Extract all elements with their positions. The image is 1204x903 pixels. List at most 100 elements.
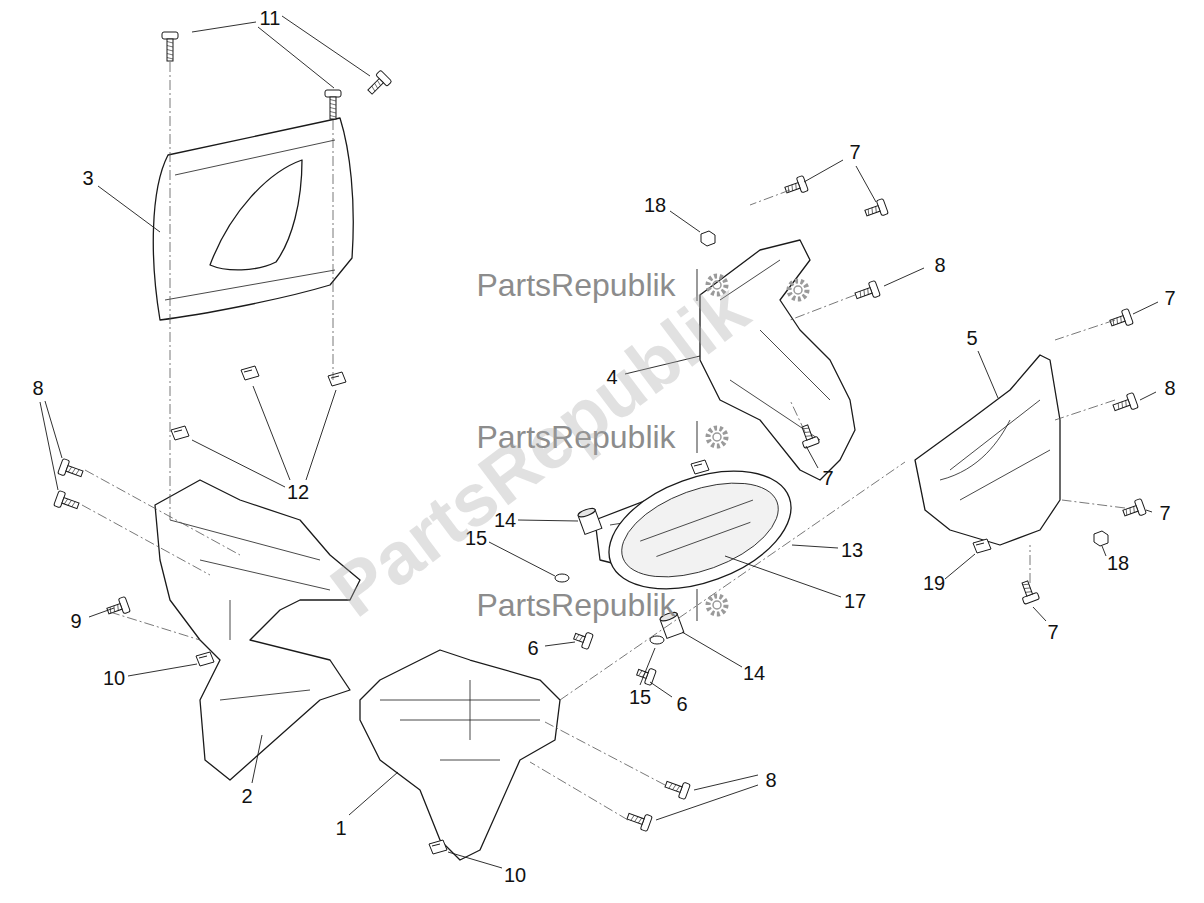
screw	[105, 596, 130, 618]
leader-line	[670, 211, 700, 232]
leader-line	[489, 542, 555, 576]
cover-side	[915, 355, 1060, 545]
callout-number: 2	[241, 786, 252, 806]
part-detail	[960, 450, 1050, 500]
screw	[1108, 308, 1133, 330]
shield-window	[210, 160, 302, 270]
callout-number: 6	[676, 694, 687, 714]
callout-number: 7	[1047, 622, 1058, 642]
assembly-line	[1062, 500, 1125, 508]
callout-number: 8	[1164, 378, 1175, 398]
part-detail	[170, 520, 320, 560]
bushing	[577, 507, 602, 535]
assembly-line	[1055, 400, 1115, 420]
cover-upper	[700, 240, 855, 480]
screw	[325, 90, 341, 119]
callout-number: 12	[287, 482, 309, 502]
leader-line	[884, 268, 924, 286]
leader-line	[98, 186, 160, 232]
callout-number: 3	[82, 168, 93, 188]
spring-clip	[691, 460, 709, 474]
gear-icon	[708, 596, 726, 614]
part-detail	[730, 380, 820, 440]
leader-line	[804, 160, 843, 182]
screw	[162, 32, 178, 61]
spring-clip	[241, 366, 259, 380]
callout-number: 7	[1159, 503, 1170, 523]
part-detail	[440, 760, 500, 761]
leader-line	[1146, 510, 1152, 512]
screw	[54, 490, 81, 513]
callout-number: 6	[527, 638, 538, 658]
assembly-line	[82, 505, 210, 575]
leader-line	[192, 440, 285, 487]
callout-number: 10	[103, 668, 125, 688]
callout-number: 1	[335, 818, 346, 838]
leader-line	[253, 386, 290, 480]
leader-line	[40, 402, 58, 490]
screw	[58, 458, 85, 481]
screw	[1017, 579, 1039, 604]
callout-number: 8	[934, 255, 945, 275]
leader-line	[682, 632, 742, 667]
dashboard	[593, 449, 807, 612]
part-detail	[380, 700, 540, 701]
assembly-line	[790, 400, 805, 432]
leader-line	[945, 554, 975, 579]
screw	[625, 809, 652, 832]
screw	[797, 423, 819, 448]
part-detail	[950, 400, 1040, 470]
assembly-line	[170, 62, 171, 520]
assembly-line	[545, 722, 665, 785]
watermark: PartsRepublik	[476, 589, 675, 621]
rubber-block	[701, 231, 715, 246]
spring-clip	[328, 372, 346, 386]
leader-line	[306, 390, 336, 480]
leader-line	[258, 27, 334, 88]
leader-line	[252, 735, 262, 783]
screw	[1121, 498, 1146, 520]
assembly-line	[333, 120, 334, 380]
spring-clip	[429, 840, 447, 854]
washer	[555, 574, 569, 582]
callout-number: 13	[841, 540, 863, 560]
leader-line	[448, 852, 502, 868]
leader-line	[978, 351, 998, 398]
leader-line	[1140, 392, 1156, 400]
watermark: PartsRepublik	[476, 269, 675, 301]
leader-line	[192, 22, 256, 32]
watermark-bar	[696, 589, 698, 621]
leader-line	[282, 16, 370, 76]
callout-number: 8	[765, 770, 776, 790]
callout-number: 5	[966, 328, 977, 348]
assembly-line	[85, 470, 240, 555]
callout-number: 8	[32, 378, 43, 398]
callout-number: 18	[644, 195, 666, 215]
leader-line	[856, 166, 876, 202]
assembly-line	[560, 462, 905, 700]
part-detail	[940, 420, 1010, 480]
screw	[572, 629, 593, 650]
part-detail	[470, 680, 471, 740]
screw	[783, 175, 808, 197]
leader-line	[1102, 546, 1106, 556]
screw	[635, 665, 656, 686]
screw	[853, 280, 880, 303]
leader-line	[650, 682, 672, 697]
watermark: PartsRepublik	[319, 271, 761, 630]
leader-line	[640, 648, 655, 685]
assembly-line	[1055, 320, 1115, 340]
watermark-bar	[696, 421, 698, 453]
callout-number: 7	[849, 142, 860, 162]
leader-line	[89, 608, 114, 617]
gear-icon	[708, 428, 726, 446]
leader-line	[656, 785, 758, 820]
part-detail	[175, 140, 335, 175]
leader-line	[128, 664, 197, 676]
part-detail	[220, 690, 310, 700]
leader-line	[806, 446, 818, 468]
leader-line	[694, 775, 758, 790]
callout-number: 11	[260, 8, 281, 28]
spring-clip	[196, 652, 214, 666]
assembly-line	[110, 612, 200, 640]
